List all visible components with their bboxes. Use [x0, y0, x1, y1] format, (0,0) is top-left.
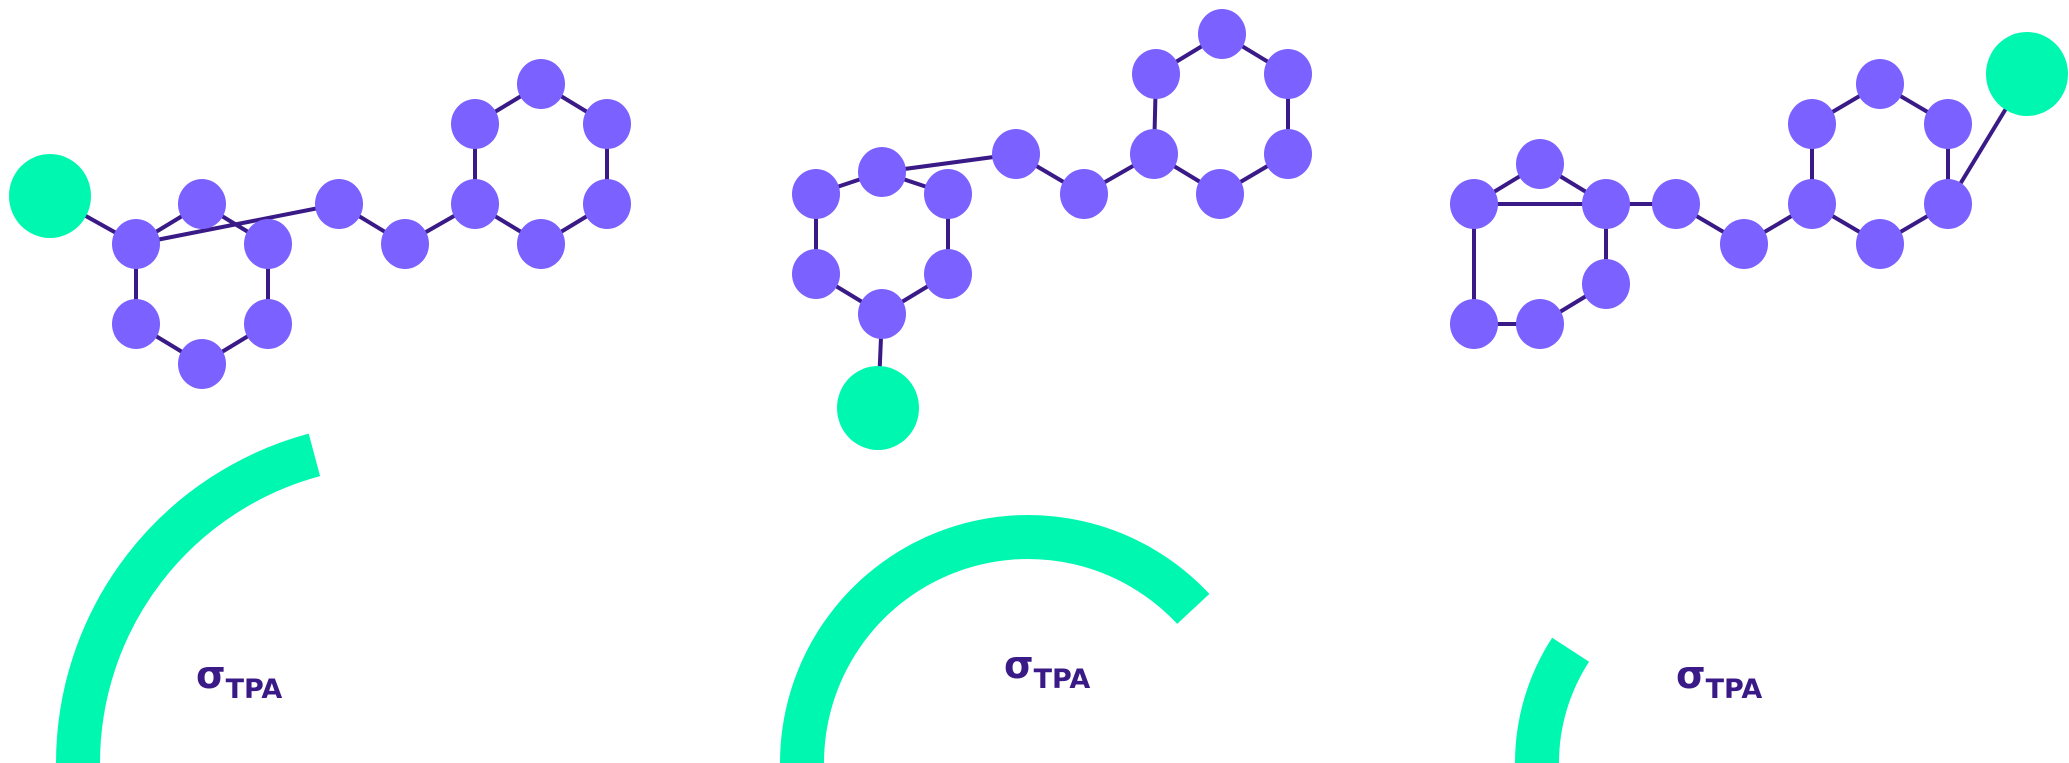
substituent-atom — [837, 366, 919, 450]
carbon-atom — [1788, 179, 1836, 229]
panel-meta: σTPA — [780, 9, 1312, 763]
sigma-gauge-ortho — [56, 433, 321, 763]
carbon-atom — [112, 219, 160, 269]
carbon-atom — [792, 169, 840, 219]
carbon-atom — [1198, 9, 1246, 59]
carbon-atom — [858, 289, 906, 339]
carbon-atom — [451, 179, 499, 229]
carbon-atom — [178, 179, 226, 229]
panel-para: σTPA — [1450, 32, 2068, 763]
carbon-atom — [858, 147, 906, 197]
carbon-atom — [1652, 179, 1700, 229]
carbon-atom — [1856, 219, 1904, 269]
carbon-atom — [924, 249, 972, 299]
carbon-atom — [517, 59, 565, 109]
carbon-atom — [583, 99, 631, 149]
carbon-atom — [1130, 129, 1178, 179]
sigma-gauge-meta — [780, 515, 1210, 763]
carbon-atom — [1516, 299, 1564, 349]
atoms-para — [1450, 32, 2068, 349]
carbon-atom — [451, 99, 499, 149]
carbon-atom — [1924, 99, 1972, 149]
carbon-atom — [517, 219, 565, 269]
carbon-atom — [381, 219, 429, 269]
sigma-label-ortho: σTPA — [196, 653, 282, 705]
substituent-atom — [1986, 32, 2068, 116]
carbon-atom — [992, 129, 1040, 179]
carbon-atom — [1264, 129, 1312, 179]
sigma-gauge-para — [1515, 637, 1590, 763]
sigma-label-meta: σTPA — [1004, 643, 1090, 695]
carbon-atom — [1582, 259, 1630, 309]
carbon-atom — [1132, 49, 1180, 99]
carbon-atom — [924, 169, 972, 219]
carbon-atom — [1856, 59, 1904, 109]
carbon-atom — [1788, 99, 1836, 149]
carbon-atom — [583, 179, 631, 229]
carbon-atom — [1516, 139, 1564, 189]
bond — [135, 202, 340, 246]
carbon-atom — [244, 299, 292, 349]
atoms-ortho — [9, 59, 631, 389]
carbon-atom — [1582, 179, 1630, 229]
carbon-atom — [1720, 219, 1768, 269]
atoms-meta — [792, 9, 1312, 450]
carbon-atom — [315, 179, 363, 229]
sigma-label-para: σTPA — [1676, 653, 1762, 705]
carbon-atom — [1060, 169, 1108, 219]
carbon-atom — [1196, 169, 1244, 219]
bonds-meta — [814, 32, 1290, 409]
carbon-atom — [792, 249, 840, 299]
carbon-atom — [1264, 49, 1312, 99]
carbon-atom — [178, 339, 226, 389]
carbon-atom — [112, 299, 160, 349]
carbon-atom — [1450, 179, 1498, 229]
carbon-atom — [1924, 179, 1972, 229]
panel-ortho: σTPA — [9, 59, 631, 763]
carbon-atom — [244, 219, 292, 269]
carbon-atom — [1450, 299, 1498, 349]
substituent-atom — [9, 154, 91, 238]
